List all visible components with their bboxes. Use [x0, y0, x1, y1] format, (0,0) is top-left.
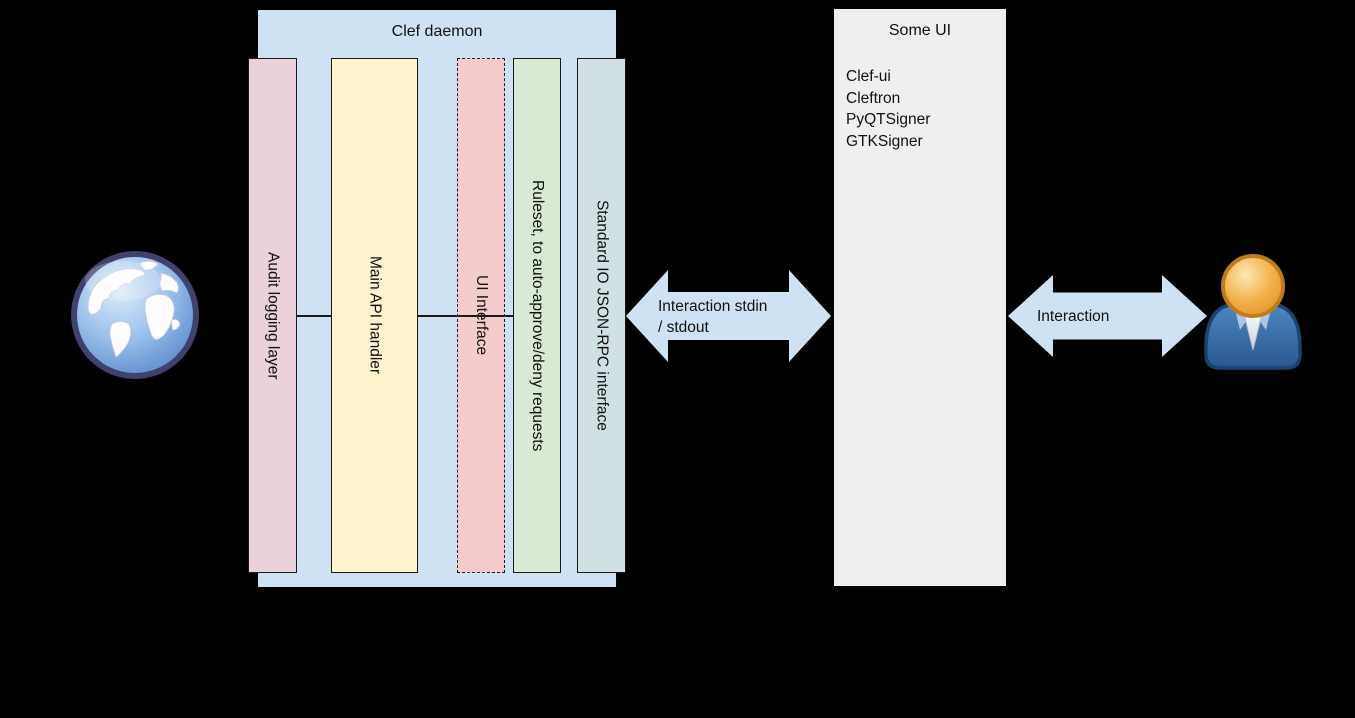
- ui-list-item: Cleftron: [846, 89, 901, 107]
- connector-line: [418, 315, 513, 317]
- layer-stdio-jsonrpc: Standard IO JSON-RPC interface: [577, 58, 626, 573]
- ui-list-item: PyQTSigner: [846, 111, 931, 128]
- clef-daemon-box: Clef daemon: [257, 9, 617, 588]
- stdio-arrow-icon: [626, 270, 831, 362]
- layer-main-api-handler: Main API handler: [331, 58, 418, 573]
- connector-line: [297, 315, 331, 317]
- user-icon: [1204, 254, 1302, 370]
- ui-list: Clef-ui Cleftron PyQTSigner GTKSigner: [846, 66, 930, 152]
- interaction-arrow-label: Interaction: [1037, 308, 1110, 325]
- layer-label: Audit logging layer: [264, 251, 282, 380]
- layer-ruleset: Ruleset, to auto-approve/deny requests: [513, 58, 561, 573]
- some-ui-box: Some UI Clef-ui Cleftron PyQTSigner GTKS…: [833, 8, 1007, 587]
- clef-daemon-title: Clef daemon: [391, 23, 483, 40]
- layer-label: Main API handler: [366, 256, 384, 375]
- some-ui-title: Some UI: [888, 22, 952, 39]
- layer-label: Ruleset, to auto-approve/deny requests: [529, 179, 546, 452]
- stdio-arrow-label: Interaction stdin / stdout: [658, 296, 767, 338]
- stdio-arrow-label-line1: Interaction stdin: [658, 298, 768, 315]
- globe-icon: [71, 251, 199, 379]
- ui-list-item: GTKSigner: [846, 132, 923, 150]
- layer-audit-logging: Audit logging layer: [248, 58, 297, 573]
- stdio-arrow-label-line2: / stdout: [658, 319, 709, 336]
- interaction-arrow-icon: [1008, 275, 1207, 357]
- ui-list-item: Clef-ui: [846, 68, 891, 85]
- layer-label: Standard IO JSON-RPC interface: [593, 200, 611, 431]
